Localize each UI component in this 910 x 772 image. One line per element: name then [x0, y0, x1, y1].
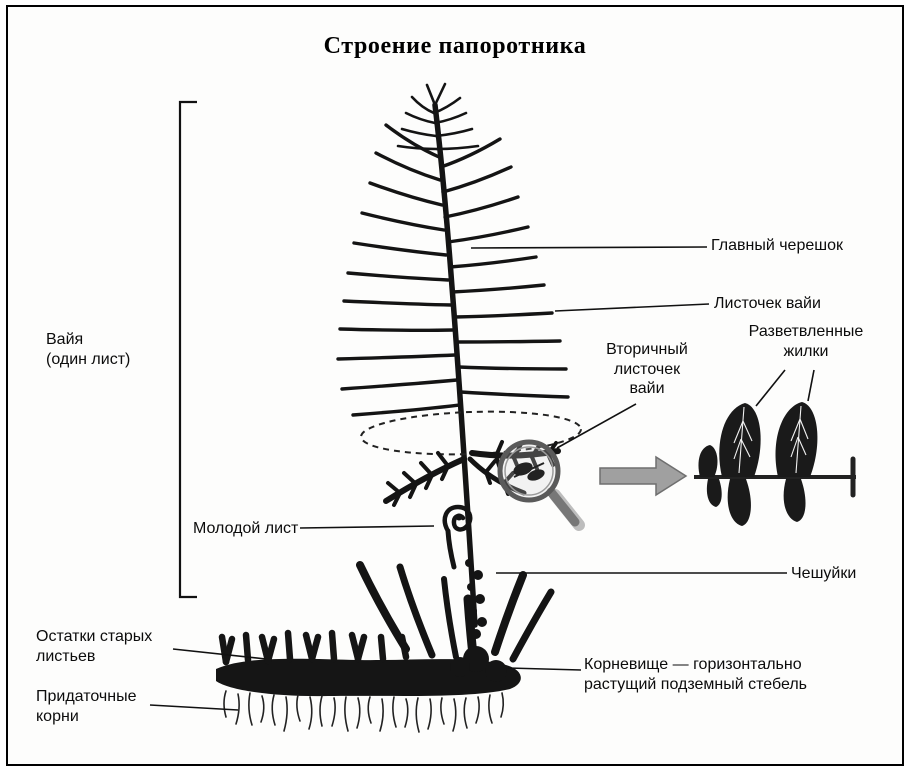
frond-bracket	[178, 100, 197, 599]
fiddlehead	[442, 504, 473, 570]
fern-illustration	[149, 82, 856, 733]
enlarged-leaflet	[694, 402, 856, 526]
label-old-leaf-remains: Остатки старых листьев	[36, 628, 153, 665]
label-scales: Чешуйки	[791, 565, 857, 582]
fern-tip	[396, 82, 480, 151]
label-rhizome: Корневище — горизонтально растущий подзе…	[584, 656, 807, 693]
old-leaf-stubs	[218, 629, 410, 666]
label-main-petiole: Главный черешок	[711, 237, 843, 254]
label-frond: Вайя (один лист)	[46, 331, 131, 368]
diagram-frame: Строение папоротника Вайя (один лист) Гл…	[6, 5, 904, 766]
pointer-lines	[149, 246, 815, 711]
magnifier-icon	[497, 439, 585, 531]
label-adventitious-roots: Придаточные корни	[36, 688, 137, 725]
rhizome-body	[216, 646, 521, 697]
dark-fronds	[383, 440, 561, 507]
base-blades	[356, 561, 555, 663]
fern-stem	[432, 102, 478, 628]
fern-pinnae	[336, 123, 570, 417]
zoom-arrow-icon	[599, 455, 688, 497]
roots	[223, 690, 505, 733]
label-frond-leaflet: Листочек вайи	[714, 295, 821, 312]
label-secondary-leaflet: Вторичный листочек вайи	[606, 341, 688, 398]
diagram-title: Строение папоротника	[323, 33, 587, 59]
label-branched-veins: Разветвленные жилки	[748, 323, 864, 360]
label-young-leaf: Молодой лист	[193, 520, 299, 537]
